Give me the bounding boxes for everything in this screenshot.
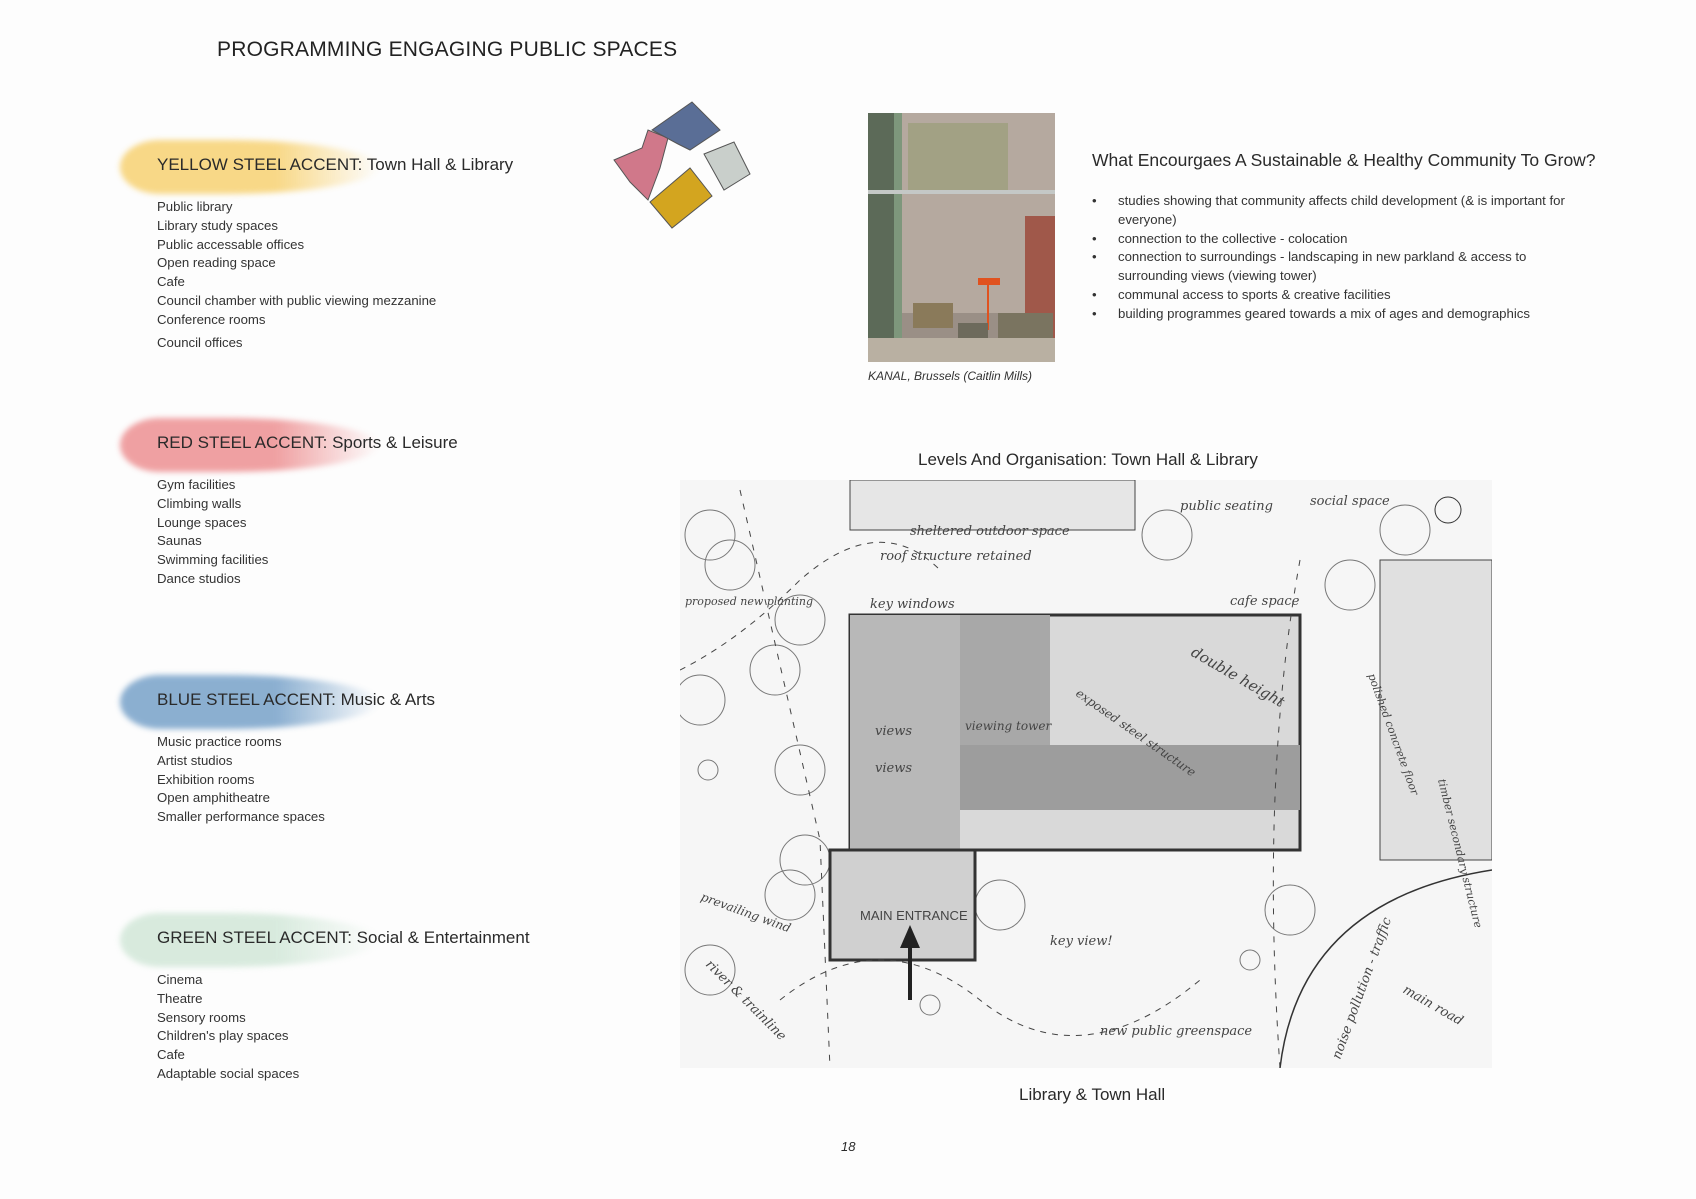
list-item: Cinema — [157, 972, 203, 987]
list-item: Saunas — [157, 533, 202, 549]
bullet-item: studies showing that community affects c… — [1092, 192, 1592, 230]
list-item: Council chamber with public viewing mezz… — [157, 292, 437, 308]
list-item: Cafe — [157, 274, 185, 290]
brush-stroke — [120, 418, 380, 472]
list-item: Dance studios — [157, 570, 241, 586]
grey-swatch — [703, 141, 751, 191]
section-subject: Sports & Leisure — [327, 433, 458, 452]
label-social: social space — [1310, 494, 1390, 509]
kanal-photo — [868, 113, 1055, 362]
accent-label: YELLOW STEEL ACCENT: — [157, 155, 363, 174]
list-item: Music practice rooms — [157, 734, 282, 749]
label-public: public seating — [1180, 499, 1273, 514]
label-entrance: MAIN ENTRANCE — [860, 908, 968, 923]
label-planting: proposed new planting — [685, 595, 813, 608]
list-item: Conference rooms — [157, 311, 266, 327]
north-arrow-icon — [1434, 496, 1462, 524]
accent-label: RED STEEL ACCENT: — [157, 433, 328, 452]
blue-swatch — [651, 101, 721, 151]
label-key-windows: key windows — [870, 597, 955, 612]
accent-label: BLUE STEEL ACCENT: — [157, 690, 336, 709]
bullet-item: connection to the collective - colocatio… — [1092, 230, 1592, 249]
list-item: Children's play spaces — [157, 1028, 289, 1044]
label-views-2: views — [875, 761, 912, 776]
list-item: Council offices — [157, 334, 243, 350]
list-item: Cafe — [157, 1047, 185, 1063]
section-subject: Town Hall & Library — [362, 155, 514, 174]
section-heading: YELLOW STEEL ACCENT: Town Hall & Library — [157, 155, 513, 175]
pink-swatch — [613, 129, 669, 201]
list-item: Gym facilities — [157, 477, 236, 492]
label-sheltered: sheltered outdoor space — [910, 524, 1070, 539]
list-item: Climbing walls — [157, 495, 242, 511]
section-heading: RED STEEL ACCENT: Sports & Leisure — [157, 433, 458, 453]
list-item: Open reading space — [157, 255, 276, 271]
site-plan-sketch: sheltered outdoor space roof structure r… — [674, 479, 1493, 1069]
steel-accent-swatch-drawing — [613, 101, 751, 229]
section-subject: Music & Arts — [335, 690, 436, 709]
section-subject: Social & Entertainment — [351, 928, 530, 947]
bullet-item: building programmes geared towards a mix… — [1092, 305, 1592, 324]
page-title: PROGRAMMING ENGAGING PUBLIC SPACES — [217, 38, 678, 61]
brush-stroke — [120, 675, 380, 729]
list-item: Swimming facilities — [157, 552, 269, 568]
bullet-item: connection to surroundings - landscaping… — [1092, 248, 1592, 286]
bullet-item: communal access to sports & creative fac… — [1092, 286, 1592, 305]
list-item: Library study spaces — [157, 217, 278, 233]
list-item: Open amphitheatre — [157, 790, 270, 806]
section-heading: BLUE STEEL ACCENT: Music & Arts — [157, 690, 435, 710]
list-item: Exhibition rooms — [157, 771, 255, 787]
label-greenspace: new public greenspace — [1100, 1024, 1252, 1039]
question-bullet-list: studies showing that community affects c… — [1092, 192, 1592, 324]
list-item: Artist studios — [157, 752, 233, 768]
label-key-view: key view! — [1050, 934, 1113, 949]
page-number: 18 — [841, 1139, 856, 1154]
list-item: Adaptable social spaces — [157, 1065, 300, 1081]
yellow-swatch — [649, 167, 713, 229]
brush-stroke — [120, 140, 380, 194]
list-item: Public accessable offices — [157, 236, 305, 252]
section-heading: GREEN STEEL ACCENT: Social & Entertainme… — [157, 928, 530, 948]
levels-heading: Levels And Organisation: Town Hall & Lib… — [918, 450, 1258, 469]
list-item: Sensory rooms — [157, 1009, 246, 1025]
brush-stroke — [120, 913, 380, 967]
label-river: river & trainline — [702, 957, 789, 1044]
list-item: Public library — [157, 199, 233, 214]
photo-caption: KANAL, Brussels (Caitlin Mills) — [868, 369, 1033, 383]
label-wind: prevailing wind — [699, 890, 793, 936]
label-cafe: cafe space — [1230, 594, 1300, 609]
list-item: Theatre — [157, 990, 203, 1006]
list-item: Lounge spaces — [157, 514, 247, 530]
question-heading: What Encourgaes A Sustainable & Healthy … — [1092, 150, 1596, 170]
label-roof: roof structure retained — [880, 549, 1032, 564]
label-road: main road — [1400, 982, 1465, 1028]
label-viewing-tower: viewing tower — [965, 719, 1052, 733]
accent-label: GREEN STEEL ACCENT: — [157, 928, 352, 947]
list-item: Smaller performance spaces — [157, 809, 325, 825]
sketch-caption: Library & Town Hall — [1019, 1085, 1166, 1104]
label-views-1: views — [875, 724, 912, 739]
